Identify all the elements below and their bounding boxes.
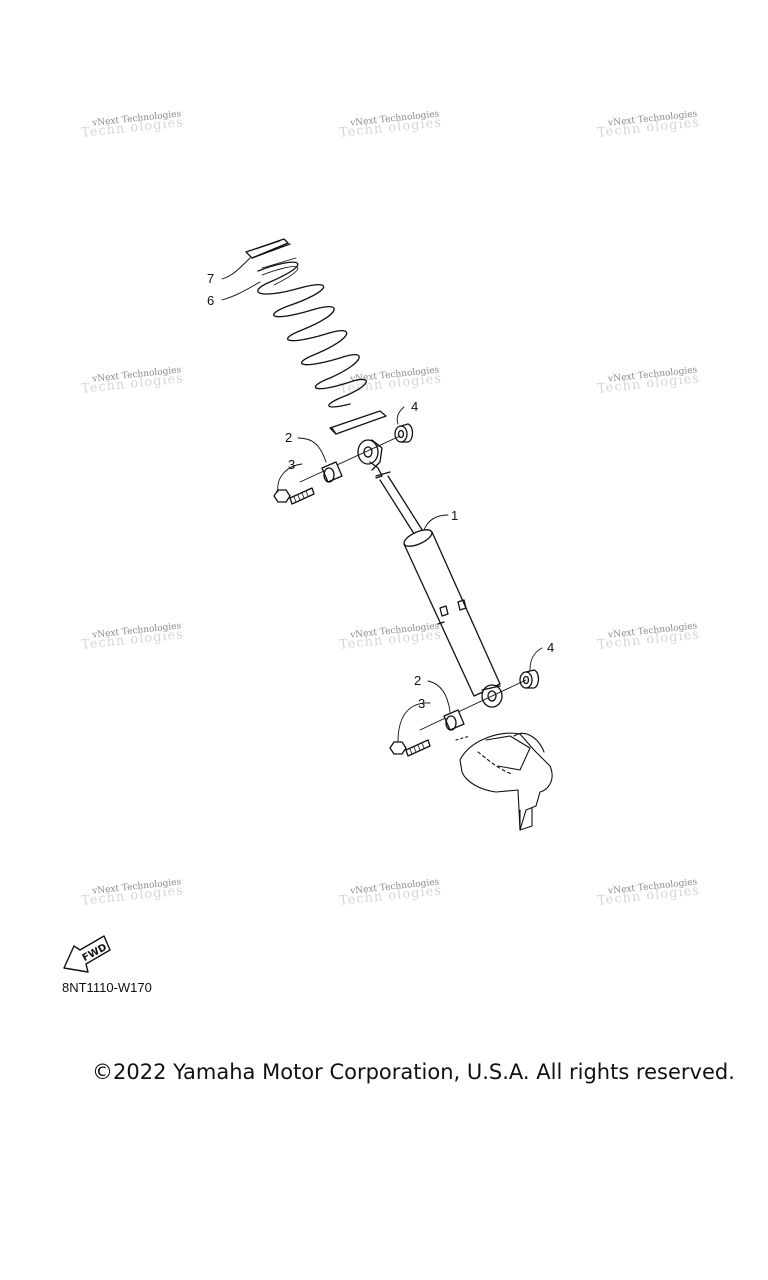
callout-2-bottom: 2	[414, 673, 422, 688]
drawing-code: 8NT1110-W170	[62, 980, 152, 995]
collar-part-2-bottom	[443, 709, 465, 731]
leader-1	[423, 514, 449, 531]
leader-3-bottom	[397, 702, 431, 743]
fwd-arrow-icon: FWD	[63, 935, 111, 973]
collar-part-2-top	[321, 461, 343, 483]
spring-seat	[329, 410, 387, 435]
spring-retainer-part-7	[245, 238, 291, 259]
shock-upper-eye	[357, 439, 383, 479]
callout-3-bottom: 3	[418, 696, 426, 711]
bushing-part-4-top	[394, 423, 414, 443]
callout-4-bottom: 4	[547, 640, 555, 655]
bushing-part-4-bottom	[519, 669, 540, 689]
callout-2-top: 2	[285, 430, 293, 445]
leader-3-top	[277, 463, 303, 493]
leader-2-top	[297, 437, 327, 463]
callout-7: 7	[207, 271, 215, 286]
leader-4-top	[396, 406, 405, 425]
copyright-notice: ©2022 Yamaha Motor Corporation, U.S.A. A…	[92, 1060, 735, 1084]
leader-lines	[221, 257, 543, 743]
lower-mount-axis-line	[419, 679, 527, 731]
lower-arm-bracket	[455, 732, 553, 831]
callout-6: 6	[207, 293, 215, 308]
shock-body-part-1	[403, 529, 501, 697]
callout-4-top: 4	[411, 399, 419, 414]
coil-spring-part-6	[257, 257, 367, 408]
leader-6	[221, 281, 261, 301]
leader-2-bottom	[427, 680, 451, 713]
callout-1: 1	[451, 508, 459, 523]
leader-7	[221, 257, 251, 280]
callout-3-top: 3	[288, 457, 296, 472]
upper-mount-axis-line	[299, 435, 401, 483]
bolt-part-3-top	[273, 487, 315, 505]
bolt-part-3-bottom	[389, 739, 431, 757]
leader-4-bottom	[529, 647, 543, 671]
shock-rod	[375, 471, 427, 541]
